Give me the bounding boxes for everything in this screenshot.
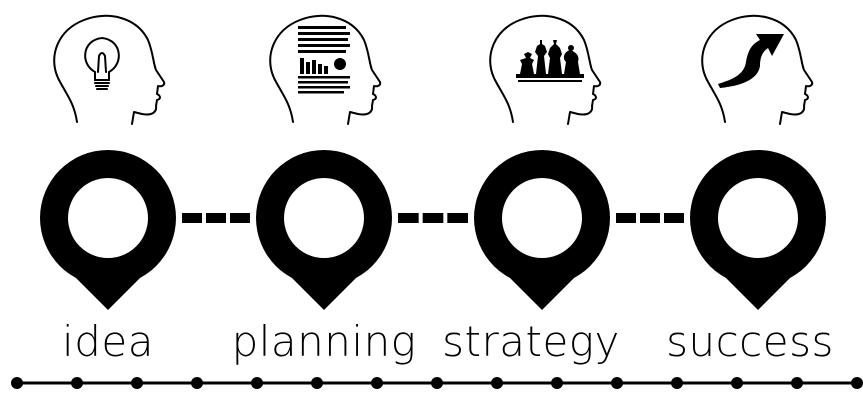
connector-dash <box>616 213 636 223</box>
timeline-layer <box>11 377 863 389</box>
pins-layer <box>40 150 826 310</box>
location-pin-strategy <box>474 150 610 310</box>
timeline-dot <box>851 377 863 389</box>
connector-dash <box>422 213 444 223</box>
timeline-dot <box>71 377 83 389</box>
connector-dash <box>182 213 202 223</box>
step-label-strategy: strategy <box>442 317 620 366</box>
location-pin-idea <box>40 150 176 310</box>
connector-dash <box>206 213 226 223</box>
step-label-success: success <box>666 317 834 366</box>
rising-arrow-icon <box>718 34 784 88</box>
document-chart-icon <box>298 26 350 94</box>
connector-dash <box>398 213 419 223</box>
step-label-planning: planning <box>231 317 417 366</box>
timeline-dot <box>431 377 443 389</box>
connector-dash <box>230 213 250 223</box>
location-pin-planning <box>256 150 392 310</box>
timeline-dot <box>371 377 383 389</box>
timeline-dot <box>611 377 623 389</box>
step-label-idea: idea <box>62 317 154 366</box>
timeline-dot <box>191 377 203 389</box>
timeline-dot <box>491 377 503 389</box>
lightbulb-head-icon <box>53 14 166 125</box>
connectors-layer <box>182 213 684 223</box>
connector-dash <box>447 213 468 223</box>
timeline-dot <box>131 377 143 389</box>
connector-dash <box>640 213 660 223</box>
timeline-dot <box>251 377 263 389</box>
timeline-dot <box>791 377 803 389</box>
timeline-dot <box>731 377 743 389</box>
timeline-dot <box>671 377 683 389</box>
chess-pieces-icon <box>516 40 584 82</box>
location-pin-success <box>690 150 826 310</box>
lightbulb-icon <box>84 36 120 90</box>
timeline-dot <box>11 377 23 389</box>
connector-dash <box>664 213 684 223</box>
timeline-dot <box>551 377 563 389</box>
timeline-dot <box>311 377 323 389</box>
